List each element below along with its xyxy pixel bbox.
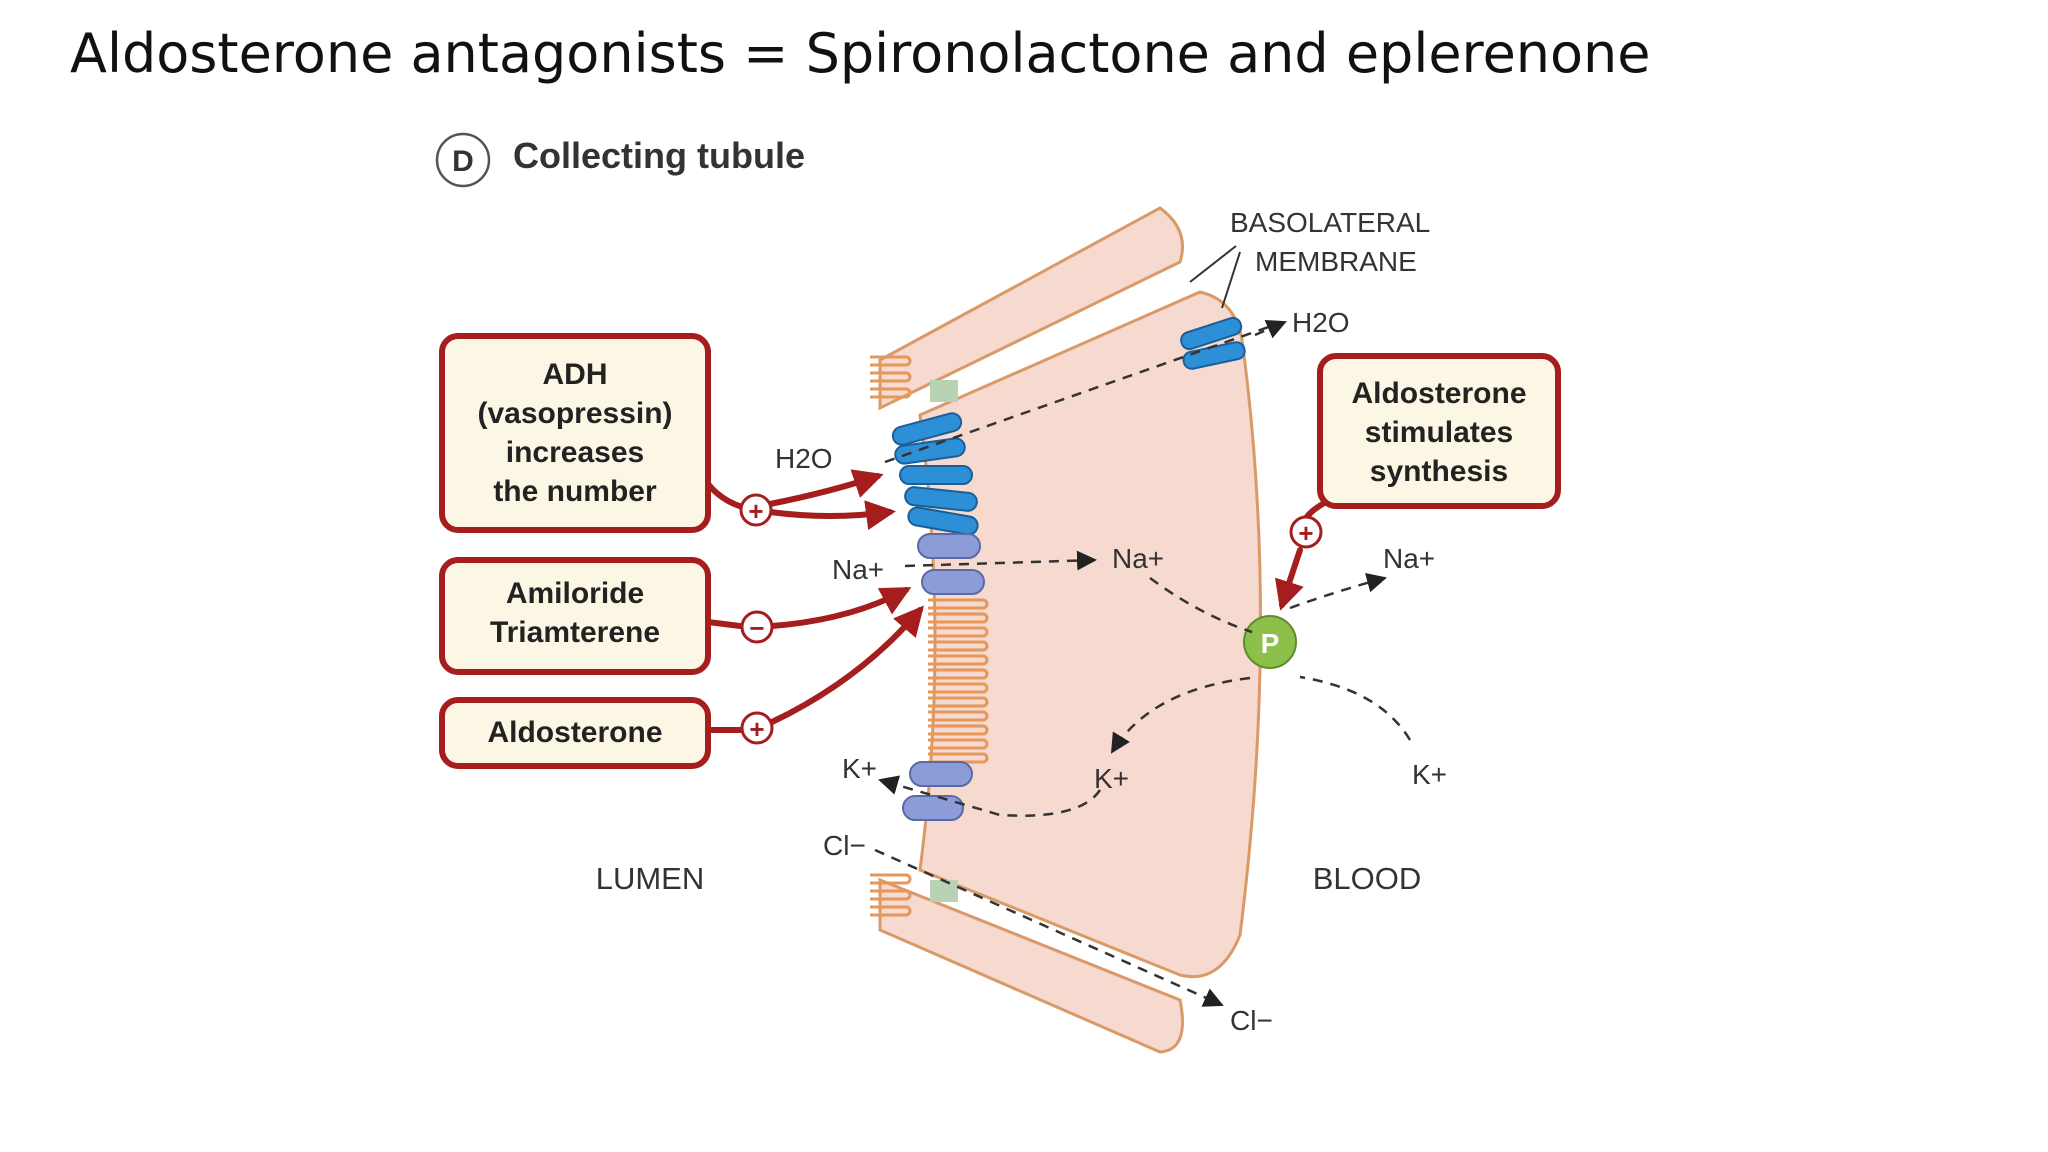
h2o-path bbox=[884, 321, 1281, 464]
svg-text:stimulates: stimulates bbox=[1365, 416, 1513, 449]
na-exit-path bbox=[1289, 572, 1387, 610]
cl-lumen-label: Cl− bbox=[823, 830, 866, 861]
svg-text:increases: increases bbox=[506, 436, 644, 469]
svg-text:Aldosterone: Aldosterone bbox=[1351, 377, 1526, 410]
panel-letter: D bbox=[452, 145, 474, 178]
basolateral-label-line1: BASOLATERAL bbox=[1230, 207, 1430, 238]
k-to-cell-path bbox=[1110, 676, 1251, 754]
adjacent-cell-top bbox=[878, 206, 1184, 411]
cl-path bbox=[874, 848, 1224, 1007]
na-lumen-label: Na+ bbox=[832, 554, 884, 585]
svg-text:ADH: ADH bbox=[543, 358, 608, 391]
na-cell-label: Na+ bbox=[1112, 543, 1164, 574]
panel-heading: D Collecting tubule bbox=[435, 132, 805, 188]
k-secretion-path bbox=[878, 775, 1102, 817]
k-entry-path bbox=[1299, 675, 1412, 741]
box-aldosterone-right: Aldosterone stimulates synthesis bbox=[1317, 353, 1561, 509]
svg-text:+: + bbox=[748, 496, 763, 526]
aldosterone-left-arrow bbox=[769, 605, 924, 725]
svg-text:Triamterene: Triamterene bbox=[490, 616, 660, 649]
amiloride-arrow bbox=[769, 587, 912, 629]
adh-arrow-1 bbox=[767, 469, 884, 507]
sign-amiloride: − bbox=[740, 610, 774, 644]
cl-blood-label: Cl− bbox=[1230, 1005, 1273, 1036]
na-blood-label: Na+ bbox=[1383, 543, 1435, 574]
svg-text:+: + bbox=[1298, 518, 1313, 548]
panel-letter-badge bbox=[435, 132, 491, 188]
k-blood-label: K+ bbox=[1412, 759, 1447, 790]
h2o-lumen-label: H2O bbox=[775, 443, 833, 474]
transport-paths bbox=[874, 319, 1412, 1007]
principal-cell bbox=[918, 290, 1263, 979]
sign-aldosterone-right: + bbox=[1289, 515, 1323, 549]
pump-label: P bbox=[1261, 628, 1280, 659]
sign-aldosterone-left: + bbox=[740, 711, 774, 745]
svg-text:+: + bbox=[749, 714, 764, 744]
basolateral-pointer bbox=[1189, 245, 1241, 309]
tight-junction-top bbox=[930, 380, 958, 402]
k-cell-label: K+ bbox=[1094, 763, 1129, 794]
amiloride-connector bbox=[705, 619, 743, 629]
slide-title: Aldosterone antagonists = Spironolactone… bbox=[70, 22, 1651, 85]
box-adh: ADH (vasopressin) increases the number bbox=[439, 333, 711, 533]
adjacent-cell-bottom bbox=[878, 877, 1184, 1054]
svg-text:−: − bbox=[749, 613, 764, 643]
na-entry-path bbox=[904, 550, 1097, 571]
apical-aquaporins bbox=[891, 412, 979, 536]
microvilli bbox=[870, 355, 989, 917]
svg-text:Amiloride: Amiloride bbox=[506, 577, 644, 610]
k-channels bbox=[902, 761, 973, 821]
sign-adh: + bbox=[739, 493, 773, 527]
box-aldosterone-left: Aldosterone bbox=[439, 697, 711, 769]
h2o-blood-label: H2O bbox=[1292, 307, 1350, 338]
svg-text:(vasopressin): (vasopressin) bbox=[477, 397, 672, 430]
k-lumen-label: K+ bbox=[842, 753, 877, 784]
blood-label: BLOOD bbox=[1313, 861, 1422, 896]
panel-title: Collecting tubule bbox=[513, 135, 805, 176]
svg-text:Aldosterone: Aldosterone bbox=[487, 716, 662, 749]
lumen-label: LUMEN bbox=[596, 861, 705, 896]
svg-text:synthesis: synthesis bbox=[1370, 455, 1508, 488]
basolateral-label-line2: MEMBRANE bbox=[1255, 246, 1417, 277]
na-channels bbox=[917, 533, 985, 595]
tight-junction-bottom bbox=[930, 880, 958, 902]
svg-text:the number: the number bbox=[493, 475, 657, 508]
adh-arrow-2 bbox=[767, 500, 896, 531]
aldosterone-right-arrow bbox=[1275, 547, 1304, 611]
na-to-pump-path bbox=[1149, 576, 1253, 634]
box-amiloride-triamterene: Amiloride Triamterene bbox=[439, 557, 711, 675]
na-k-atpase-pump bbox=[1243, 615, 1297, 669]
